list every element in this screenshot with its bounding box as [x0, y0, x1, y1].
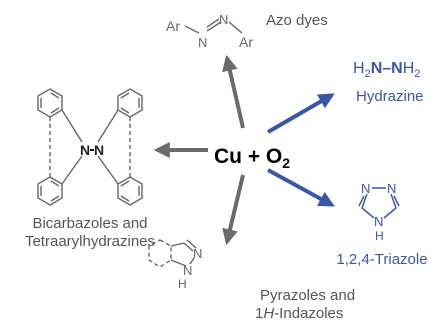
pyrazole-n-top: N: [193, 246, 202, 261]
triazole-n-bottom: N: [374, 214, 383, 229]
center-reagent: Cu + O2: [214, 145, 290, 171]
bicarbazole-label-line1: Bicarbazoles and: [32, 215, 147, 232]
arrow-to-triazole: [267, 168, 335, 207]
pyrazole-structure: [148, 239, 197, 268]
triazole-n-top-left: N: [361, 181, 370, 196]
azo-ar-left: Ar: [166, 18, 180, 34]
bicarbazole-label-line2: Tetraarylhydrazines: [25, 233, 155, 250]
azo-label: Azo dyes: [266, 12, 328, 29]
azo-n2: N: [219, 12, 228, 27]
azo-n1: N: [198, 35, 207, 50]
pyrazole-label-line1: Pyrazoles and: [260, 287, 355, 304]
arrow-to-hydrazine: [266, 93, 335, 134]
triazole-label: 1,2,4-Triazole: [336, 251, 427, 268]
hydrazine-label: Hydrazine: [356, 88, 424, 105]
triazole-h: H: [375, 229, 384, 243]
bicarbazole-structure: [37, 88, 143, 206]
hydrazine-formula: H2N–NH2: [353, 60, 420, 80]
bicarbazole-n-right: N: [94, 142, 104, 158]
pyrazole-n-bottom: N: [183, 263, 192, 278]
bicarbazole-n-left: N: [80, 142, 90, 158]
triazole-structure: [358, 187, 400, 219]
arrow-to-pyrazole: [222, 174, 245, 246]
pyrazole-label-line2: 1H-Indazoles: [255, 305, 343, 322]
pyrazole-h: H: [178, 277, 187, 291]
azo-structure: [184, 18, 243, 34]
triazole-n-top-right: N: [387, 181, 396, 196]
azo-ar-right: Ar: [239, 34, 253, 50]
arrow-to-azo: [222, 54, 245, 129]
